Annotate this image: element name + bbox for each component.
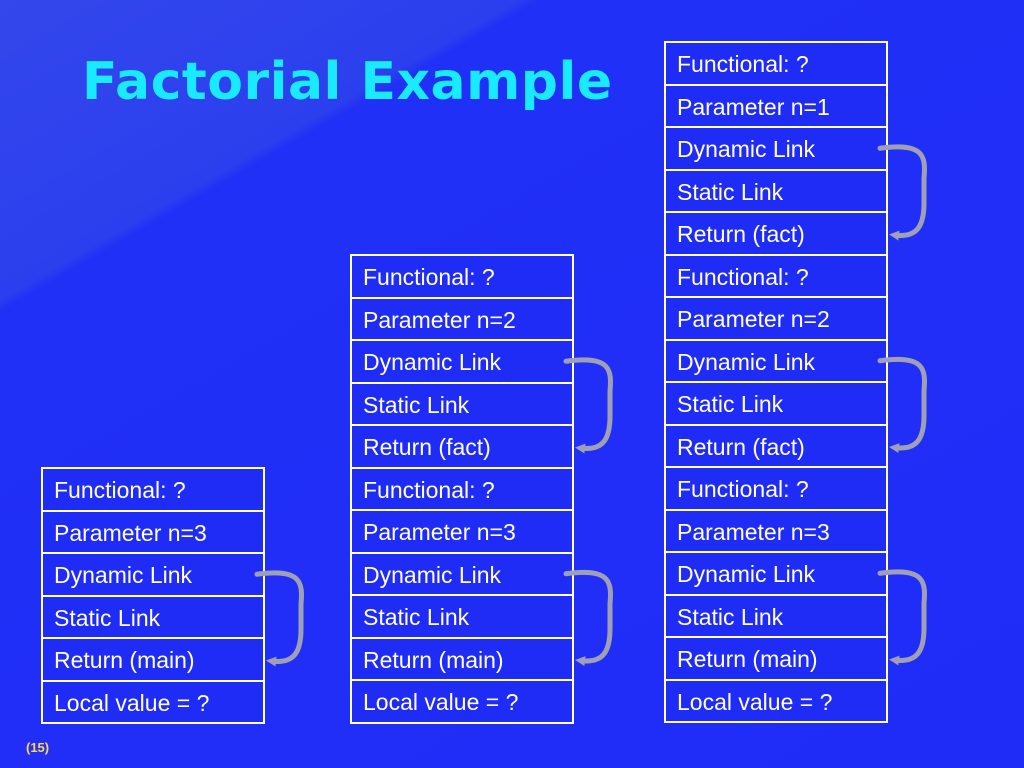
slide-title: Factorial Example	[82, 52, 613, 112]
stack-3-row: Functional: ?	[666, 255, 886, 296]
stack-3-row: Parameter n=1	[666, 85, 886, 126]
stack-2-row: Functional: ?	[352, 256, 572, 297]
stack-2-row: Return (fact)	[352, 426, 572, 467]
stack-3-row: Dynamic Link	[666, 128, 886, 169]
stack-3-row: Local value = ?	[666, 680, 886, 721]
stack-3-row: Functional: ?	[666, 43, 886, 84]
stack-1-row: Functional: ?	[43, 469, 263, 510]
stack-2-row: Functional: ?	[352, 468, 572, 509]
stack-3-row: Parameter n=3	[666, 510, 886, 551]
stack-1-row: Dynamic Link	[43, 554, 263, 595]
stack-1-row: Parameter n=3	[43, 511, 263, 552]
dynamic-link-arrow	[563, 569, 613, 667]
stack-3-row: Return (fact)	[666, 213, 886, 254]
stack-2-row: Dynamic Link	[352, 341, 572, 382]
dynamic-link-arrow	[877, 569, 927, 666]
dynamic-link-arrow	[877, 356, 927, 454]
stack-2-row: Static Link	[352, 596, 572, 637]
stack-2-row: Static Link	[352, 383, 572, 424]
stack-2-row: Parameter n=2	[352, 298, 572, 339]
dynamic-link-arrow	[563, 357, 613, 454]
page-number: (15)	[26, 740, 50, 755]
dynamic-link-arrow	[254, 570, 304, 667]
stack-3-row: Static Link	[666, 170, 886, 211]
stack-2-row: Parameter n=3	[352, 511, 572, 552]
stack-3-row: Return (fact)	[666, 425, 886, 466]
stack-2-row: Return (main)	[352, 638, 572, 679]
stack-3-row: Dynamic Link	[666, 553, 886, 594]
stack-3-row: Return (main)	[666, 638, 886, 679]
stack-3-row: Dynamic Link	[666, 340, 886, 381]
stack-3-row: Static Link	[666, 595, 886, 636]
stack-3-row: Parameter n=2	[666, 298, 886, 339]
stack-1-row: Return (main)	[43, 639, 263, 680]
dynamic-link-arrow	[877, 144, 927, 241]
stack-1-row: Local value = ?	[43, 681, 263, 722]
stack-3-row: Static Link	[666, 383, 886, 424]
stack-1-row: Static Link	[43, 596, 263, 637]
stack-2-row: Dynamic Link	[352, 553, 572, 594]
stack-3-row: Functional: ?	[666, 468, 886, 509]
stack-2-row: Local value = ?	[352, 681, 572, 722]
